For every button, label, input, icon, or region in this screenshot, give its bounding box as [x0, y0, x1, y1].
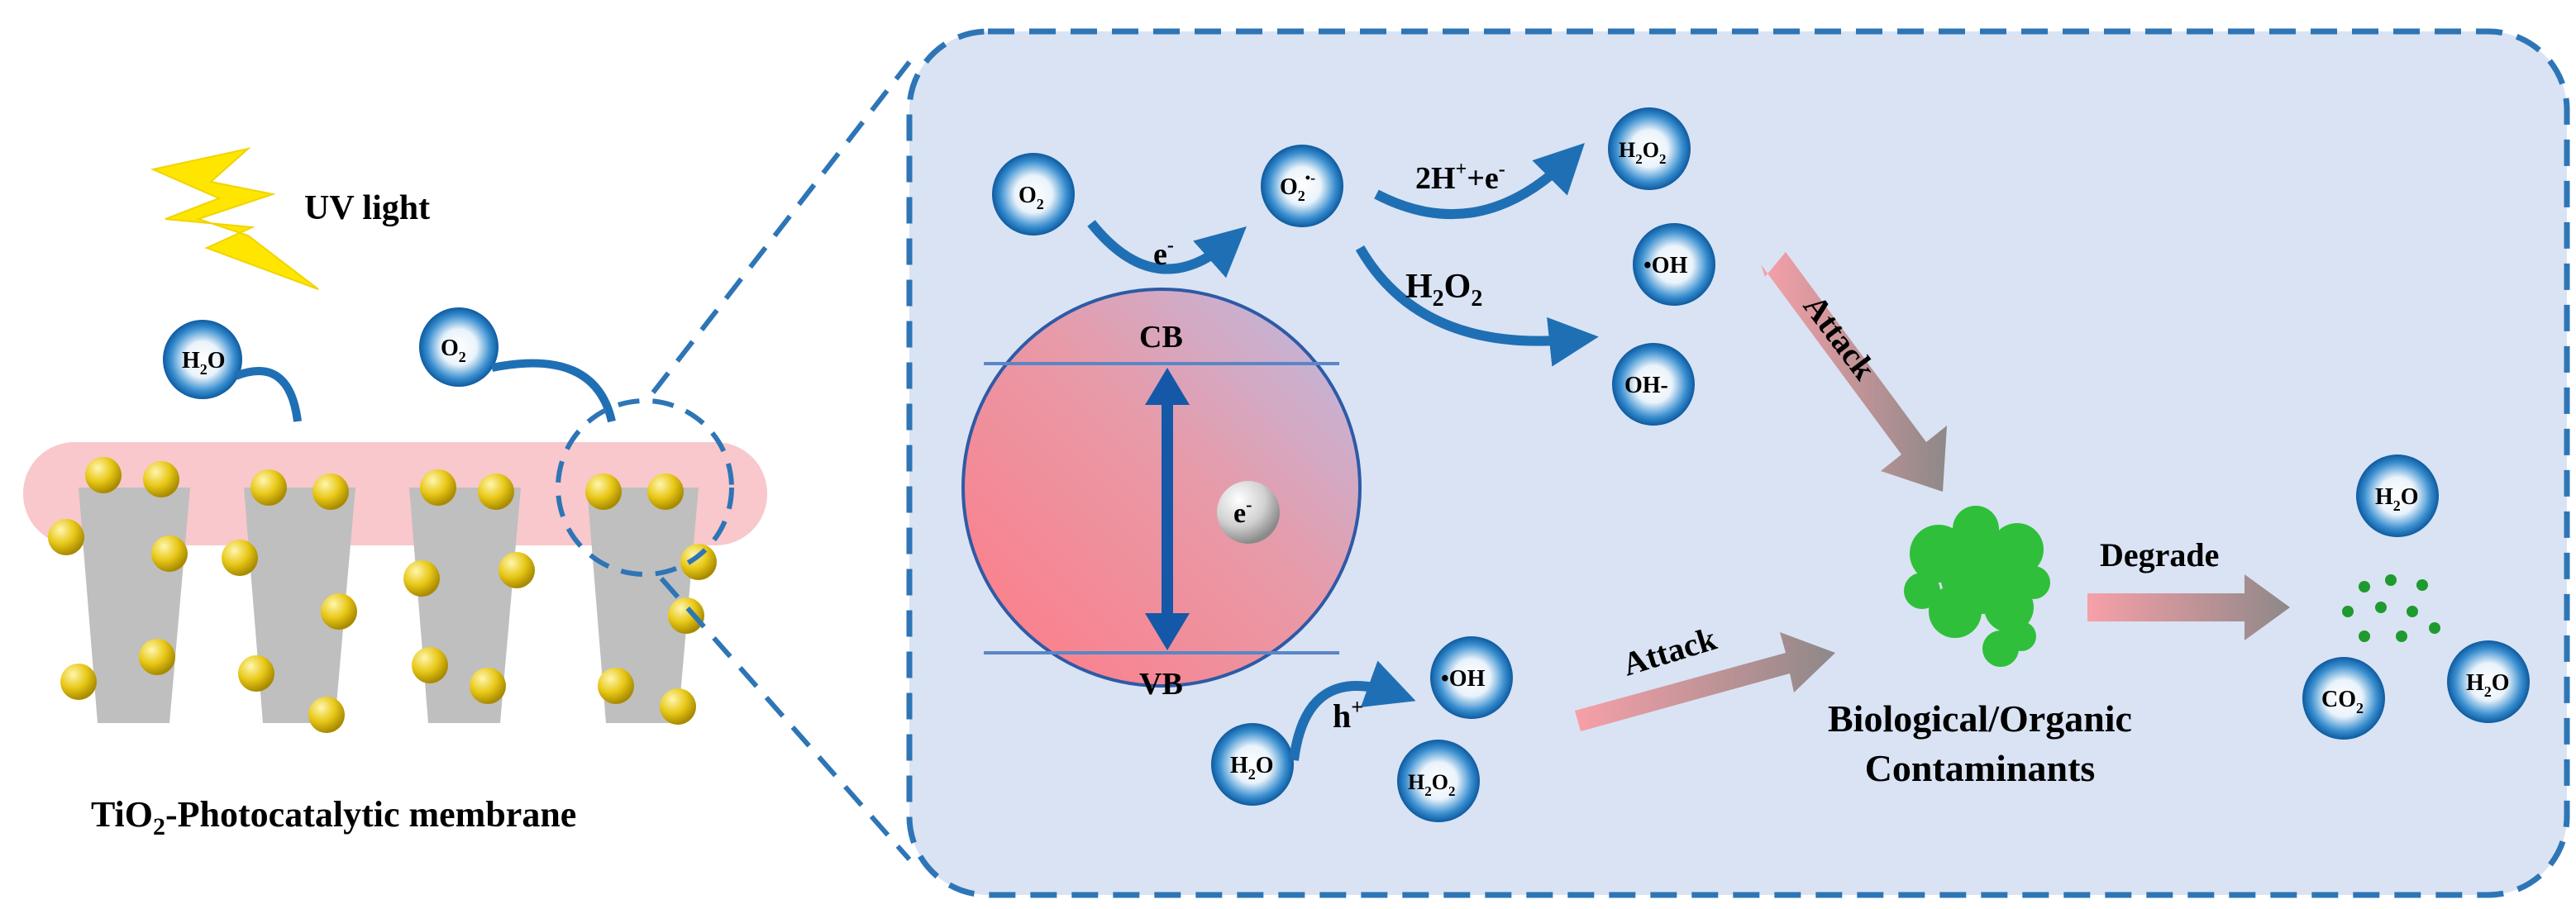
cb-label: CB: [1139, 320, 1183, 355]
svg-text:CO2: CO2: [2321, 687, 2364, 716]
zoom-line-top: [651, 60, 912, 394]
electron-transfer-arrow: [1087, 220, 1247, 278]
svg-text:H2O2: H2O2: [1619, 138, 1666, 167]
hole-oxidation-arrow: [1289, 660, 1416, 761]
electron-ball: e-: [1217, 481, 1280, 544]
h2o-molecule-bottom: H2O: [1211, 723, 1294, 806]
reduction-arrow-h2o2: [1374, 143, 1585, 220]
h2o2-arrow-label: H2O2: [1405, 268, 1482, 312]
contaminants-label-line1: Biological/Organic: [1828, 697, 2132, 740]
svg-text:H2O: H2O: [2466, 670, 2510, 700]
zoom-line-bottom: [659, 577, 912, 861]
contaminants-label-line2: Contaminants: [1865, 747, 2096, 789]
svg-text:•OH: •OH: [1441, 666, 1486, 692]
hole-label: h+: [1333, 695, 1363, 735]
o2-arrow: [491, 359, 616, 423]
svg-text:H2O: H2O: [182, 348, 226, 378]
membrane-caption: TiO2-Photocatalytic membrane: [91, 794, 576, 840]
svg-text:H2O: H2O: [1230, 753, 1274, 783]
h2o-molecule: H2O: [163, 320, 242, 399]
svg-text:H2O: H2O: [2375, 484, 2419, 514]
semiconductor-particle: CB VB e-: [961, 288, 1362, 702]
uv-lightning-icon: [150, 147, 319, 290]
h2o-product-top: H2O: [2356, 454, 2439, 537]
left-membrane-panel: UV light H2O O2: [23, 147, 767, 840]
svg-text:O2: O2: [1018, 183, 1044, 212]
h2o-product-bottom: H2O: [2447, 640, 2530, 723]
h2o-arrow: [234, 367, 302, 422]
zoom-circle: [556, 398, 734, 577]
svg-text:H2O2: H2O2: [1408, 770, 1455, 799]
h2o2-molecule-bottom: H2O2: [1397, 740, 1480, 822]
svg-text:•OH: •OH: [1643, 253, 1688, 278]
membrane-band: [23, 442, 767, 545]
hydroxyl-radical-bottom: •OH: [1430, 636, 1513, 719]
svg-text:Degrade: Degrade: [2100, 536, 2219, 573]
hydroxyl-radical-top: •OH: [1633, 223, 1715, 306]
hydroxide-molecule: OH-: [1612, 343, 1695, 426]
detail-panel: CB VB e- O2 e- O2•- 2H++e-: [906, 28, 2570, 898]
h2o2-decomposition-arrow: [1355, 245, 1599, 367]
product-fragments: [2342, 574, 2440, 642]
co2-product: CO2: [2302, 657, 2385, 740]
o2-molecule: O2: [419, 307, 499, 387]
tio2-particles: [48, 457, 717, 733]
o2-molecule-detail: O2: [992, 153, 1075, 236]
uv-light-label: UV light: [304, 189, 430, 227]
svg-text:O2: O2: [441, 336, 466, 365]
degrade-arrow: Degrade: [2087, 536, 2290, 640]
svg-text:e-: e-: [1233, 494, 1252, 529]
svg-text:O2•-: O2•-: [1280, 169, 1315, 204]
vb-label: VB: [1139, 667, 1183, 702]
contaminant-cluster-icon: [1904, 506, 2050, 667]
h2o2-molecule-top: H2O2: [1608, 107, 1691, 190]
svg-text:OH-: OH-: [1624, 373, 1668, 398]
superoxide-molecule: O2•-: [1261, 145, 1343, 227]
reduction-label: 2H++e-: [1415, 159, 1505, 196]
electron-arrow-label: e-: [1153, 235, 1174, 272]
